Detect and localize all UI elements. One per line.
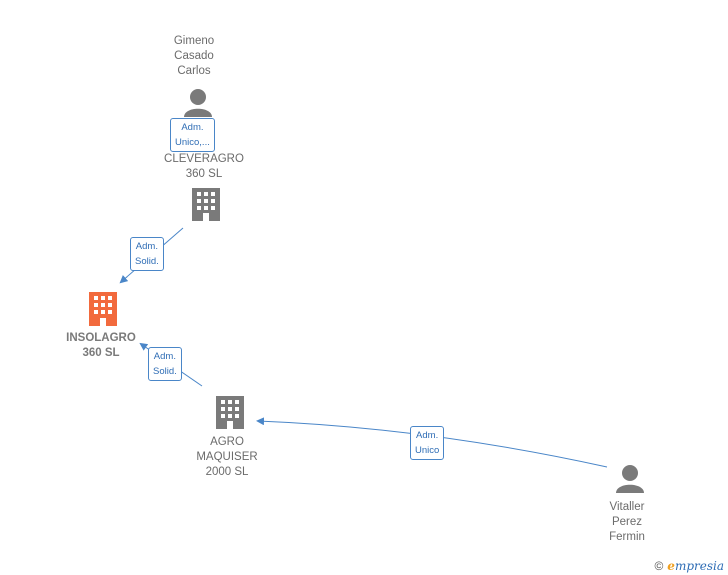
focus-building-icon[interactable]: [89, 292, 117, 326]
node-label-gimeno[interactable]: Gimeno Casado Carlos: [173, 35, 215, 77]
node-label-vitaller[interactable]: Vitaller Perez Fermin: [609, 501, 645, 543]
edge-label-adm-unico[interactable]: Adm. Unico: [410, 426, 445, 460]
person-icon[interactable]: [616, 465, 644, 493]
node-label-agro-maquiser[interactable]: AGRO MAQUISER 2000 SL: [196, 436, 258, 478]
building-icon[interactable]: [192, 188, 220, 221]
empresia-watermark: ©empresia: [654, 559, 724, 573]
person-icon[interactable]: [184, 89, 212, 117]
node-label-cleveragro[interactable]: CLEVERAGRO 360 SL: [164, 153, 244, 180]
building-icon[interactable]: [216, 396, 244, 429]
node-label-insolagro[interactable]: INSOLAGRO 360 SL: [66, 332, 136, 359]
edge-label-adm-solid[interactable]: Adm. Solid.: [148, 347, 182, 381]
copyright-symbol: ©: [654, 559, 664, 573]
edge-label-adm-unico[interactable]: Adm. Unico,...: [170, 118, 215, 152]
edge-label-adm-solid[interactable]: Adm. Solid.: [130, 237, 164, 271]
empresia-logo: empresia: [667, 559, 724, 573]
